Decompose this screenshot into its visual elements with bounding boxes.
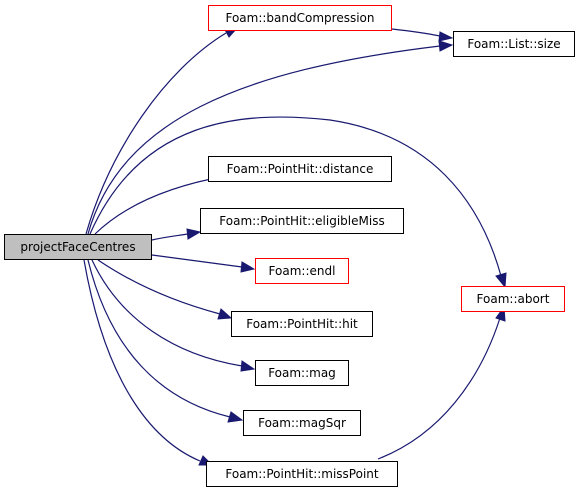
edge-root-to-endl [151,254,243,268]
node-pointhit-eligiblemiss-label: Foam::PointHit::eligibleMiss [219,214,385,228]
edge-root-to-hit [97,259,221,315]
arrowhead-listsize-2 [438,31,454,42]
node-pointhit-distance[interactable]: Foam::PointHit::distance [208,156,392,182]
arrowhead-magsqr [227,411,244,423]
arrowhead-eligiblemiss [186,228,202,240]
edge-root-to-bandcompression [85,32,227,235]
node-pointhit-misspoint-label: Foam::PointHit::missPoint [225,467,379,481]
node-list-size-label: Foam::List::size [467,37,561,51]
edge-root-to-listsize [87,45,441,235]
node-endl[interactable]: Foam::endl [255,258,349,284]
edge-root-to-abort [89,116,502,277]
node-pointhit-hit[interactable]: Foam::PointHit::hit [231,311,373,337]
node-pointhit-distance-label: Foam::PointHit::distance [226,162,374,176]
node-projectfacecentres: projectFaceCentres [4,234,152,260]
edge-root-to-distance [94,175,227,235]
edge-bandcompression-to-listsize [391,28,441,37]
node-pointhit-eligiblemiss[interactable]: Foam::PointHit::eligibleMiss [200,208,404,234]
edge-misspoint-to-abort [377,317,501,460]
node-projectfacecentres-label: projectFaceCentres [20,240,136,254]
node-list-size[interactable]: Foam::List::size [453,31,575,57]
node-abort[interactable]: Foam::abort [461,286,565,312]
node-abort-label: Foam::abort [476,292,550,306]
node-mag-label: Foam::mag [268,366,336,380]
node-endl-label: Foam::endl [268,264,336,278]
arrowhead-endl [240,261,256,273]
arrowhead-hit [217,308,233,320]
edge-root-to-misspoint [83,259,201,462]
node-magsqr[interactable]: Foam::magSqr [243,410,361,436]
node-bandcompression-label: Foam::bandCompression [225,11,375,25]
node-bandcompression[interactable]: Foam::bandCompression [208,5,392,31]
edge-root-to-eligiblemiss [151,233,189,241]
node-pointhit-misspoint[interactable]: Foam::PointHit::missPoint [206,461,398,487]
arrowhead-mag [240,360,256,372]
arrowhead-abort-1 [495,272,507,289]
node-pointhit-hit-label: Foam::PointHit::hit [246,317,358,331]
edge-root-to-mag [91,259,243,367]
arrowhead-listsize-1 [438,40,454,52]
node-mag[interactable]: Foam::mag [255,360,349,386]
edge-root-to-magsqr [87,259,231,418]
node-magsqr-label: Foam::magSqr [258,416,346,430]
